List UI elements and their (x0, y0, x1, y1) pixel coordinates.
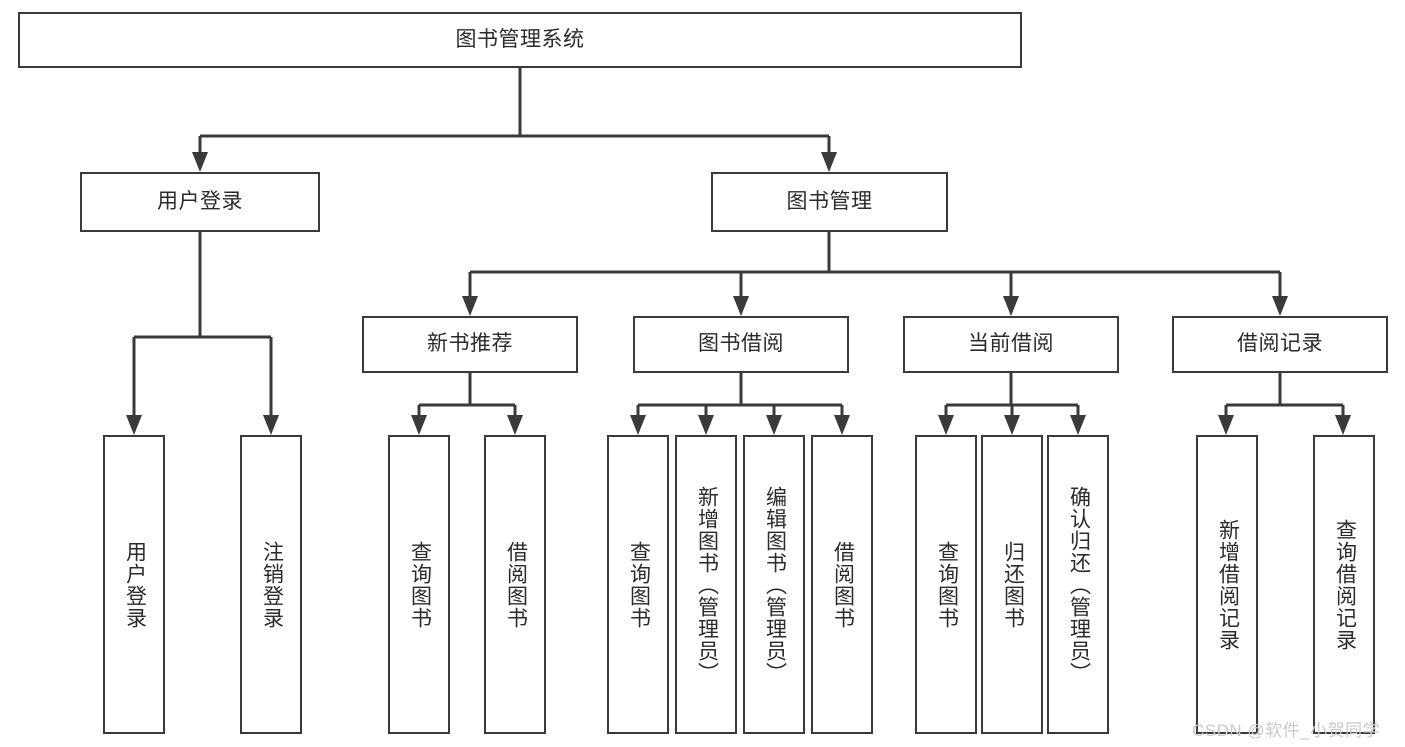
node-label-leaf-confirm-return: 确认归还（管理员） (1067, 485, 1091, 684)
node-leaf-query-book-1[interactable]: 查询图书 (388, 435, 450, 734)
node-label-book-borrow: 图书借阅 (698, 332, 784, 356)
node-book-manage[interactable]: 图书管理 (711, 172, 948, 232)
node-leaf-confirm-return[interactable]: 确认归还（管理员） (1047, 435, 1109, 734)
conn-borrow-record-arrowhead-1 (1335, 415, 1351, 435)
conn-current-borrow-arrowhead-2 (1070, 415, 1086, 435)
conn-current-borrow-arrowhead-1 (1004, 415, 1020, 435)
node-root[interactable]: 图书管理系统 (18, 12, 1022, 68)
conn-book-manage-arrowhead-2 (1003, 296, 1019, 316)
node-label-leaf-query-book-1: 查询图书 (408, 540, 432, 629)
node-new-book-recommend[interactable]: 新书推荐 (362, 316, 578, 373)
node-leaf-edit-book[interactable]: 编辑图书（管理员） (743, 435, 805, 734)
node-leaf-user-logout[interactable]: 注销登录 (240, 435, 302, 734)
conn-book-manage-arrowhead-3 (1272, 296, 1288, 316)
conn-borrow-record-arrowhead-0 (1218, 415, 1234, 435)
conn-root-arrowhead-0 (192, 152, 208, 172)
node-label-borrow-record: 借阅记录 (1237, 332, 1323, 356)
node-leaf-query-book-3[interactable]: 查询图书 (915, 435, 977, 734)
node-current-borrow[interactable]: 当前借阅 (903, 316, 1119, 373)
node-leaf-return-book[interactable]: 归还图书 (981, 435, 1043, 734)
node-leaf-add-book[interactable]: 新增图书（管理员） (675, 435, 737, 734)
node-label-leaf-add-record: 新增借阅记录 (1216, 518, 1240, 651)
node-label-root: 图书管理系统 (455, 27, 585, 51)
watermark-label: CSDN @软件_小贺同学 (1192, 721, 1381, 740)
node-leaf-add-record[interactable]: 新增借阅记录 (1196, 435, 1258, 734)
node-label-new-book-recommend: 新书推荐 (427, 332, 513, 356)
conn-book-borrow-arrowhead-1 (698, 415, 714, 435)
conn-user-login-arrowhead-1 (263, 415, 279, 435)
node-label-leaf-query-book-2: 查询图书 (627, 540, 651, 629)
conn-user-login-arrowhead-0 (126, 415, 142, 435)
node-label-current-borrow: 当前借阅 (968, 332, 1054, 356)
node-label-leaf-edit-book: 编辑图书（管理员） (763, 485, 787, 684)
conn-book-manage-arrowhead-0 (462, 296, 478, 316)
node-leaf-query-record[interactable]: 查询借阅记录 (1313, 435, 1375, 734)
node-label-leaf-query-book-3: 查询图书 (935, 540, 959, 629)
node-label-leaf-add-book: 新增图书（管理员） (695, 485, 719, 684)
conn-book-borrow-arrowhead-2 (766, 415, 782, 435)
node-label-book-manage: 图书管理 (786, 189, 873, 213)
node-label-leaf-borrow-book-1: 借阅图书 (504, 540, 528, 629)
node-label-leaf-query-record: 查询借阅记录 (1333, 518, 1357, 651)
node-leaf-user-login[interactable]: 用户登录 (103, 435, 165, 734)
conn-new-book-arrowhead-0 (411, 415, 427, 435)
node-label-leaf-borrow-book-2: 借阅图书 (831, 540, 855, 629)
conn-current-borrow-arrowhead-0 (938, 415, 954, 435)
node-leaf-borrow-book-2[interactable]: 借阅图书 (811, 435, 873, 734)
node-borrow-record[interactable]: 借阅记录 (1172, 316, 1388, 373)
conn-book-borrow-arrowhead-3 (834, 415, 850, 435)
node-leaf-query-book-2[interactable]: 查询图书 (607, 435, 669, 734)
conn-book-manage-arrowhead-1 (733, 296, 749, 316)
node-user-login[interactable]: 用户登录 (80, 172, 320, 232)
node-label-leaf-return-book: 归还图书 (1001, 540, 1025, 629)
conn-root-arrowhead-1 (821, 152, 837, 172)
conn-new-book-arrowhead-1 (507, 415, 523, 435)
conn-book-borrow-arrowhead-0 (630, 415, 646, 435)
node-label-user-login: 用户登录 (157, 189, 243, 213)
node-label-leaf-user-login: 用户登录 (123, 540, 147, 629)
node-label-leaf-user-logout: 注销登录 (260, 540, 284, 629)
node-book-borrow[interactable]: 图书借阅 (633, 316, 849, 373)
node-leaf-borrow-book-1[interactable]: 借阅图书 (484, 435, 546, 734)
